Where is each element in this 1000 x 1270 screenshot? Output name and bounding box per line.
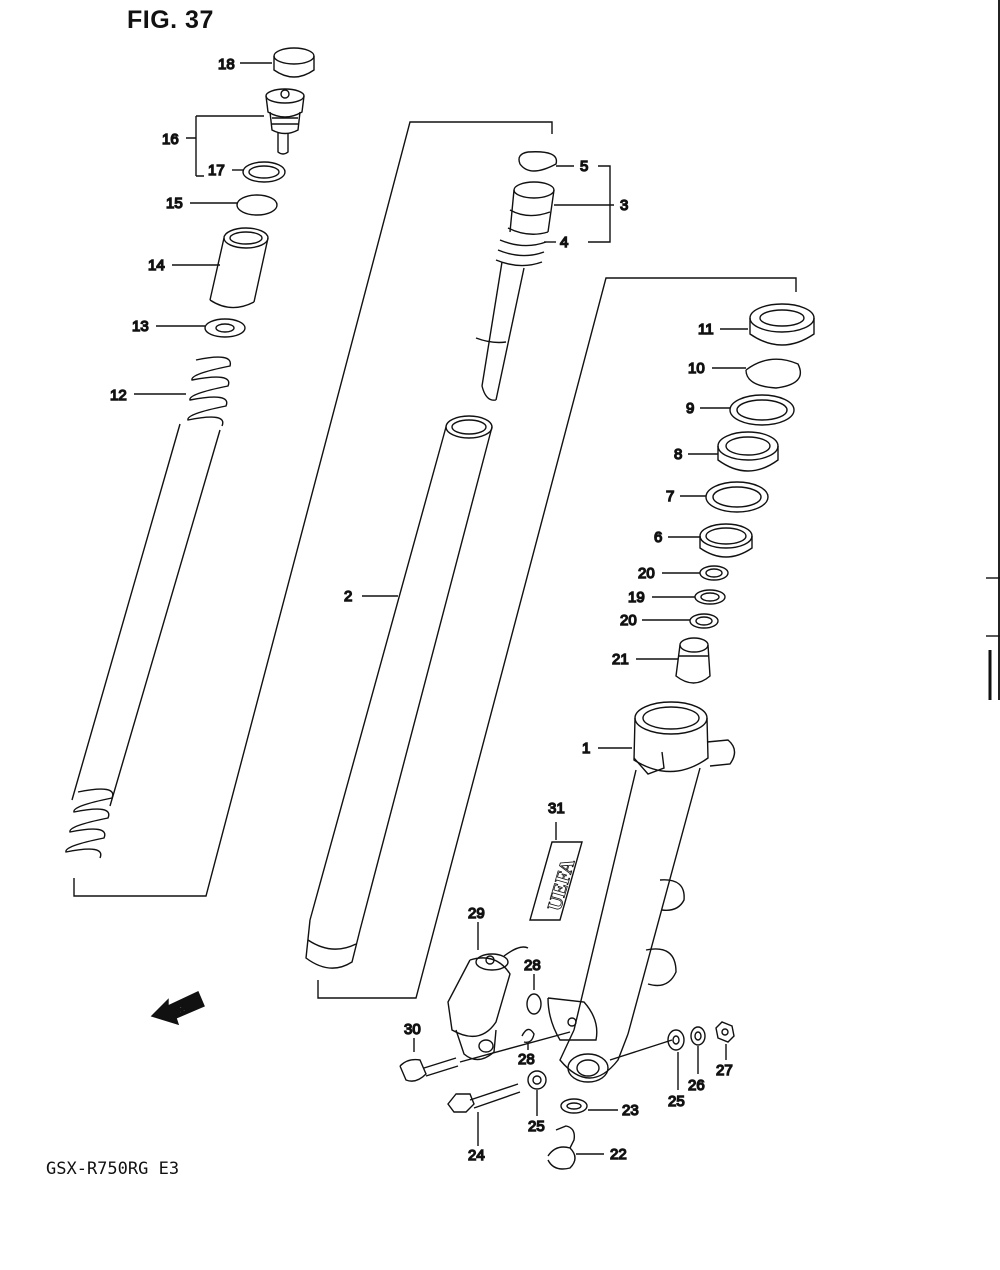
part-1-outer-tube xyxy=(559,701,736,1083)
part-29-damper-adjuster xyxy=(447,946,529,1061)
part-21-oil-lock-piece xyxy=(675,637,711,684)
part-6-bush xyxy=(699,523,753,558)
part-8-seal xyxy=(717,431,779,472)
part-3-damper-rod xyxy=(475,181,555,401)
callout-labels: 18 16 17 15 14 13 12 5 3 4 2 11 10 9 8 7… xyxy=(109,55,733,1164)
callout-18: 18 xyxy=(218,56,235,73)
callout-24: 24 xyxy=(468,1147,485,1164)
fwd-arrow-icon: FWD xyxy=(150,991,205,1026)
scan-edge-marks xyxy=(986,577,1000,700)
leader-lines xyxy=(134,62,748,840)
part-13-seat xyxy=(204,318,246,338)
part-20-washer-upper xyxy=(699,565,729,581)
part-18-cap xyxy=(273,47,315,78)
part-5-circlip xyxy=(518,151,558,172)
callout-21: 21 xyxy=(612,651,629,668)
part-28-oring-lower xyxy=(521,1028,535,1044)
part-26-washer xyxy=(690,1026,706,1074)
callout-30: 30 xyxy=(404,1021,421,1038)
callout-1: 1 xyxy=(582,740,590,757)
part-10-stop-ring xyxy=(745,358,802,389)
callout-6: 6 xyxy=(654,529,662,546)
part-12-spring-top xyxy=(71,356,232,807)
part-25-washer-left xyxy=(527,1070,547,1116)
callout-5: 5 xyxy=(580,158,588,175)
callout-22: 22 xyxy=(610,1146,627,1163)
part-25-washer-right xyxy=(667,1029,685,1090)
part-31-emblem: UEFA xyxy=(529,841,583,921)
callout-10: 10 xyxy=(688,360,705,377)
page-edge xyxy=(998,0,1000,700)
part-28-oring-upper xyxy=(526,993,542,1015)
part-30-bolt xyxy=(399,1057,459,1082)
model-code: GSX-R750RG E3 xyxy=(46,1159,180,1179)
callout-2: 2 xyxy=(344,588,352,605)
part-16-adjuster xyxy=(265,88,305,155)
callout-15: 15 xyxy=(166,195,183,212)
part-17-washer xyxy=(242,161,286,183)
mount-hole xyxy=(567,1017,577,1027)
callout-3: 3 xyxy=(620,197,628,214)
part-22-bolt xyxy=(547,1125,604,1170)
callout-27: 27 xyxy=(716,1062,733,1079)
callout-7: 7 xyxy=(666,488,674,505)
callout-26: 26 xyxy=(688,1077,705,1094)
part-11-dust-seal xyxy=(749,303,815,346)
part-2-inner-tube xyxy=(305,415,493,969)
callout-14: 14 xyxy=(148,257,165,274)
callout-11: 11 xyxy=(698,321,714,338)
part-20-washer-lower xyxy=(689,613,719,629)
part-24-bolt xyxy=(447,1083,521,1146)
part-9-oil-seal xyxy=(729,394,795,426)
callout-29: 29 xyxy=(468,905,485,922)
figure-title: FIG. 37 xyxy=(127,6,214,34)
axle-line-30 xyxy=(459,1031,571,1063)
callout-9: 9 xyxy=(686,400,694,417)
part-7-washer xyxy=(705,481,769,513)
caliper-mount-plate xyxy=(547,997,598,1041)
callout-20-lower: 20 xyxy=(620,612,637,629)
part-14-spacer xyxy=(209,227,269,309)
callout-19: 19 xyxy=(628,589,645,606)
callout-25-left: 25 xyxy=(528,1118,545,1135)
axle-line-right xyxy=(609,1039,673,1061)
callout-20-upper: 20 xyxy=(638,565,655,582)
callout-31: 31 xyxy=(548,800,565,817)
part-15-plate xyxy=(236,194,278,216)
callout-17: 17 xyxy=(208,162,225,179)
part-19-washer xyxy=(694,589,726,605)
callout-8: 8 xyxy=(674,446,682,463)
part-27-nut xyxy=(715,1021,735,1060)
callout-12: 12 xyxy=(110,387,127,404)
callout-16: 16 xyxy=(162,131,179,148)
callout-28-lower: 28 xyxy=(518,1051,535,1068)
callout-28-upper: 28 xyxy=(524,957,541,974)
callout-25-right: 25 xyxy=(668,1093,685,1110)
left-column-bracket xyxy=(73,121,553,897)
part-23-washer xyxy=(560,1098,618,1114)
center-bracket xyxy=(317,277,797,999)
callout-23: 23 xyxy=(622,1102,639,1119)
part-12-spring-bottom xyxy=(65,788,114,859)
callout-13: 13 xyxy=(132,318,149,335)
callout-4: 4 xyxy=(560,234,568,251)
